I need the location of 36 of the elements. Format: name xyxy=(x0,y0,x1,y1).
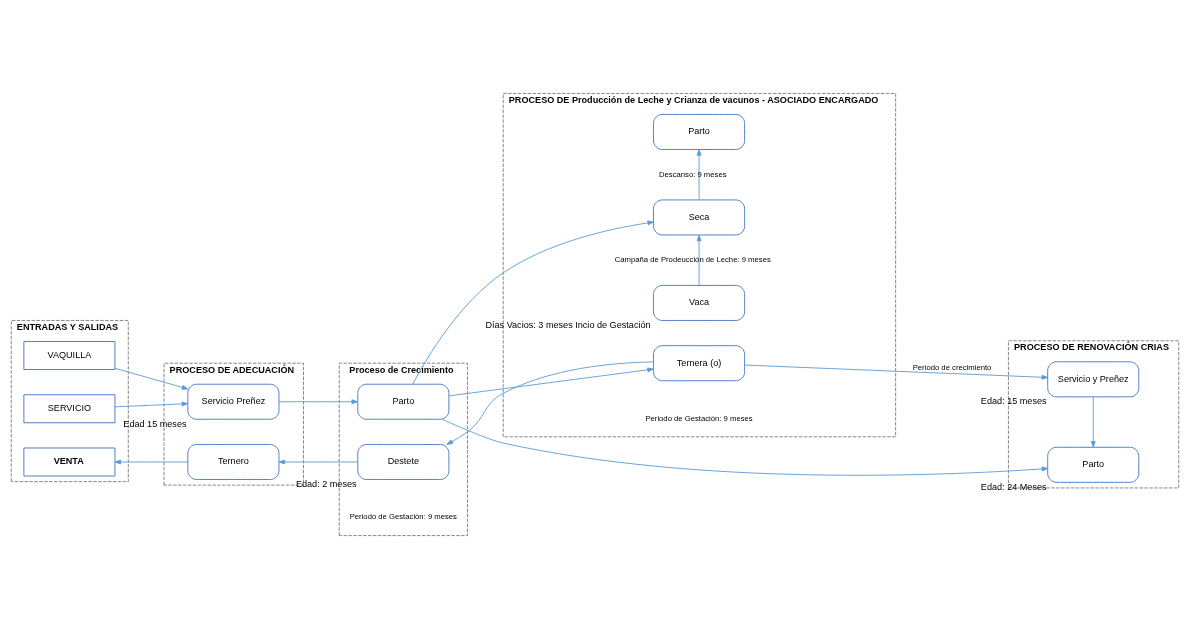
node-box: Parto xyxy=(357,383,450,420)
arrow xyxy=(446,360,654,445)
arrow xyxy=(696,234,702,286)
edge-label: Descanso: 9 meses xyxy=(659,169,727,179)
arrow xyxy=(278,459,358,464)
node-box: Parto xyxy=(653,113,746,150)
node-box: Parto xyxy=(1047,446,1140,483)
arrow xyxy=(448,366,654,396)
node-box: Ternero xyxy=(187,443,280,480)
node-box: VENTA xyxy=(23,447,116,476)
arrow xyxy=(412,219,654,384)
edge-label: Periodo de crecimiento xyxy=(912,362,992,372)
node-box: Destete xyxy=(357,443,450,480)
node-label: Edad: 24 Meses xyxy=(980,481,1047,492)
node-label: Edad: 15 meses xyxy=(980,395,1047,406)
node-box: Servicio y Preñez xyxy=(1047,360,1140,397)
label: Periodo de Gestación: 9 meses xyxy=(349,511,457,521)
arrow xyxy=(114,459,189,464)
arrow xyxy=(1090,396,1096,448)
node-box: Ternera (o) xyxy=(653,344,746,381)
node-box: Servicio Preñez xyxy=(187,383,280,420)
arrow xyxy=(278,398,358,404)
arrow xyxy=(441,418,1049,476)
node-box: Vaca xyxy=(653,284,746,321)
arrow xyxy=(114,367,189,390)
arrow xyxy=(696,148,702,200)
label: Periodo de Gestación: 9 meses xyxy=(645,413,753,423)
node-box: VAQUILLA xyxy=(23,340,116,370)
edge-label: Campaña de Prodeucción de Leche: 9 meses xyxy=(614,254,771,264)
node-box: Seca xyxy=(653,198,746,235)
arrow xyxy=(744,364,1049,380)
node-label: Edad: 2 meses xyxy=(295,478,357,489)
node-label: Días Vacios: 3 meses Incio de Gestación xyxy=(485,319,651,330)
node-box: SERVICIO xyxy=(23,393,116,423)
arrow xyxy=(114,401,189,407)
node-label: Edad 15 meses xyxy=(123,418,187,429)
